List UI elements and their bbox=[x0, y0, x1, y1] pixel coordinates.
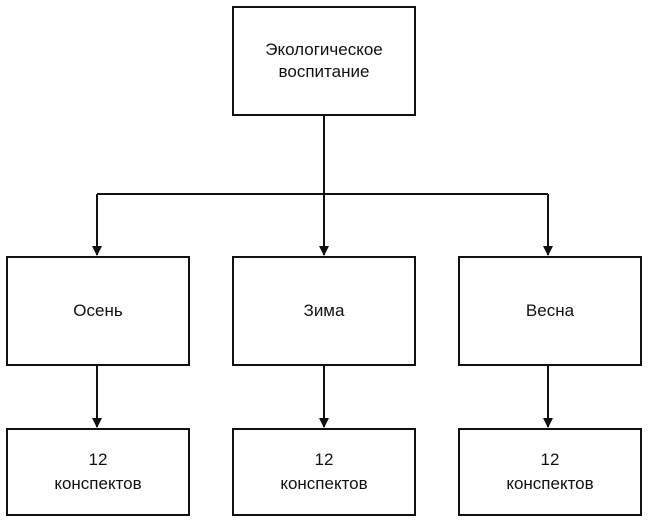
count-unit: конспектов bbox=[506, 474, 594, 493]
count-node-winter: 12 конспектов bbox=[232, 428, 416, 516]
season-label: Весна bbox=[525, 300, 575, 320]
season-label: Зима bbox=[303, 300, 345, 320]
count-number: 12 bbox=[314, 449, 334, 469]
count-number: 12 bbox=[88, 449, 108, 469]
season-label: Осень bbox=[73, 300, 123, 320]
season-node-spring: Весна bbox=[458, 256, 642, 366]
root-title-line2: воспитание bbox=[278, 62, 370, 81]
root-title-line1: Экологическое bbox=[265, 39, 383, 59]
count-node-spring: 12 конспектов bbox=[458, 428, 642, 516]
count-node-autumn: 12 конспектов bbox=[6, 428, 190, 516]
root-node: Экологическое воспитание bbox=[232, 6, 416, 116]
season-node-winter: Зима bbox=[232, 256, 416, 366]
count-number: 12 bbox=[540, 449, 560, 469]
season-node-autumn: Осень bbox=[6, 256, 190, 366]
count-unit: конспектов bbox=[280, 474, 368, 493]
count-unit: конспектов bbox=[54, 474, 142, 493]
